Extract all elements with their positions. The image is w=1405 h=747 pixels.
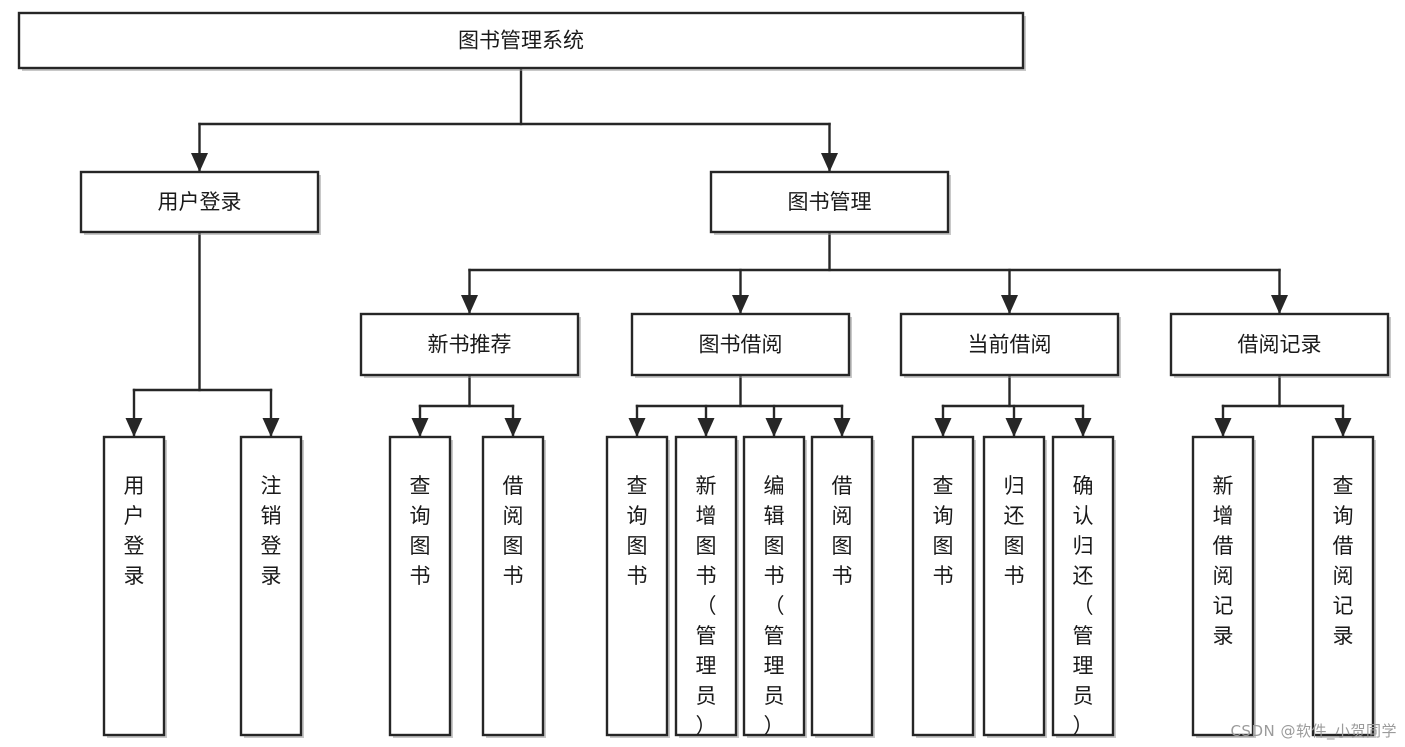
borrow-record-arrow-1 xyxy=(1334,418,1352,437)
node-borrow-book-1[interactable]: 借阅图书 xyxy=(481,435,546,738)
node-box xyxy=(1051,435,1115,737)
node-label: 编辑图书（管理员） xyxy=(764,474,785,738)
node-label: 用户登录 xyxy=(124,474,145,588)
node-label: 查询图书 xyxy=(933,474,954,588)
edges-layer xyxy=(125,66,1352,438)
root-arrow-0 xyxy=(191,153,208,172)
node-label: 查询借阅记录 xyxy=(1333,474,1354,648)
node-box xyxy=(742,435,806,737)
node-box xyxy=(605,435,669,737)
node-borrow-book-2[interactable]: 借阅图书 xyxy=(810,435,875,738)
node-edit-book-admin[interactable]: 编辑图书（管理员） xyxy=(742,435,807,738)
nodes-layer: 图书管理系统用户登录图书管理新书推荐图书借阅当前借阅借阅记录用户登录注销登录查询… xyxy=(17,11,1391,738)
user-login-arrow-0 xyxy=(125,418,143,437)
node-label: 归还图书 xyxy=(1004,474,1025,588)
node-box xyxy=(17,11,1025,70)
node-box xyxy=(899,312,1120,377)
node-book-borrow[interactable]: 图书借阅 xyxy=(630,312,852,378)
node-box xyxy=(709,170,950,234)
book-borrow-arrow-3 xyxy=(833,418,851,437)
new-book-recommend-arrow-0 xyxy=(411,418,429,437)
node-box xyxy=(810,435,874,737)
node-root[interactable]: 图书管理系统 xyxy=(17,11,1026,71)
node-user-login[interactable]: 用户登录 xyxy=(79,170,321,235)
node-label: 图书借阅 xyxy=(699,333,783,357)
node-label: 注销登录 xyxy=(261,474,282,588)
node-label: 新增借阅记录 xyxy=(1213,474,1234,648)
node-label: 新增图书（管理员） xyxy=(696,474,717,738)
user-login-arrow-1 xyxy=(262,418,280,437)
node-box xyxy=(79,170,320,234)
node-query-borrow-record[interactable]: 查询借阅记录 xyxy=(1311,435,1376,738)
borrow-record-arrow-0 xyxy=(1214,418,1232,437)
node-label: 图书管理 xyxy=(788,190,872,214)
csdn-watermark: CSDN @软件_小贺同学 xyxy=(1230,722,1397,740)
node-box xyxy=(982,435,1046,737)
node-box xyxy=(239,435,303,737)
new-book-recommend-arrow-1 xyxy=(504,418,522,437)
node-label: 借阅记录 xyxy=(1238,333,1322,357)
node-label: 查询图书 xyxy=(627,474,648,588)
node-user-logout-leaf[interactable]: 注销登录 xyxy=(239,435,304,738)
node-box xyxy=(481,435,545,737)
node-box xyxy=(1191,435,1255,737)
current-borrow-arrow-1 xyxy=(1005,418,1023,437)
node-label: 借阅图书 xyxy=(503,474,524,588)
node-confirm-return-admin[interactable]: 确认归还（管理员） xyxy=(1051,435,1116,738)
book-mgmt-arrow-1 xyxy=(732,295,749,314)
node-query-book-1[interactable]: 查询图书 xyxy=(388,435,453,738)
node-label: 查询图书 xyxy=(410,474,431,588)
node-box xyxy=(1169,312,1390,377)
node-box xyxy=(1311,435,1375,737)
node-box xyxy=(102,435,166,737)
node-new-book-recommend[interactable]: 新书推荐 xyxy=(359,312,581,378)
node-label: 用户登录 xyxy=(158,190,242,214)
node-query-book-2[interactable]: 查询图书 xyxy=(605,435,670,738)
node-add-borrow-record[interactable]: 新增借阅记录 xyxy=(1191,435,1256,738)
node-user-login-leaf[interactable]: 用户登录 xyxy=(102,435,167,738)
node-label: 新书推荐 xyxy=(428,333,512,357)
book-mgmt-arrow-0 xyxy=(461,295,478,314)
node-box xyxy=(388,435,452,737)
current-borrow-arrow-0 xyxy=(934,418,952,437)
node-return-book[interactable]: 归还图书 xyxy=(982,435,1047,738)
book-borrow-arrow-2 xyxy=(765,418,783,437)
node-book-management[interactable]: 图书管理 xyxy=(709,170,951,235)
book-borrow-arrow-0 xyxy=(628,418,646,437)
book-borrow-arrow-1 xyxy=(697,418,715,437)
book-mgmt-arrow-2 xyxy=(1001,295,1018,314)
node-box xyxy=(630,312,851,377)
node-label: 图书管理系统 xyxy=(458,29,584,53)
node-label: 确认归还（管理员） xyxy=(1073,474,1094,738)
node-query-book-3[interactable]: 查询图书 xyxy=(911,435,976,738)
node-label: 借阅图书 xyxy=(832,474,853,588)
node-current-borrow[interactable]: 当前借阅 xyxy=(899,312,1121,378)
node-box xyxy=(674,435,738,737)
book-mgmt-arrow-3 xyxy=(1271,295,1288,314)
node-label: 当前借阅 xyxy=(968,333,1052,357)
current-borrow-arrow-2 xyxy=(1074,418,1092,437)
root-arrow-1 xyxy=(821,153,838,172)
node-add-book-admin[interactable]: 新增图书（管理员） xyxy=(674,435,739,738)
node-borrow-record[interactable]: 借阅记录 xyxy=(1169,312,1391,378)
node-box xyxy=(359,312,580,377)
node-box xyxy=(911,435,975,737)
